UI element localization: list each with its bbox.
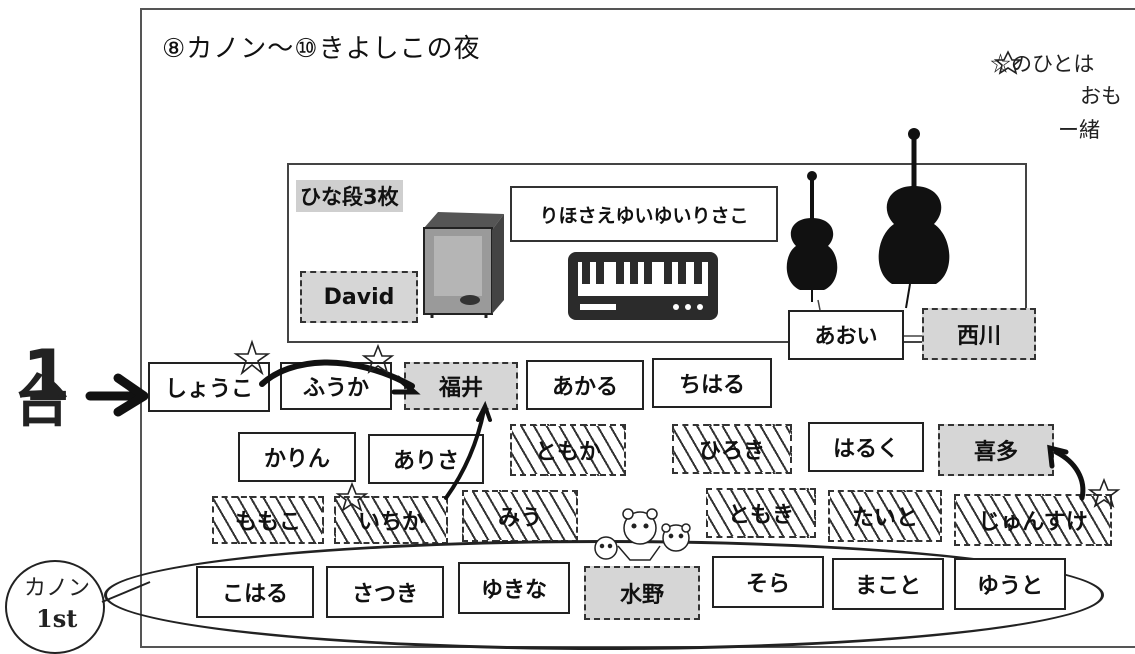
member-box: ともき <box>706 488 816 538</box>
member-box: ももこ <box>212 496 324 544</box>
member-box: しょうこ <box>148 362 270 412</box>
canon-note-circle <box>5 560 105 654</box>
member-box: そら <box>712 556 824 608</box>
member-box: 福井 <box>404 362 518 410</box>
member-box: ゆうと <box>954 558 1066 610</box>
member-box: かりん <box>238 432 356 482</box>
riser-number: 1 <box>22 335 71 417</box>
member-box: たいと <box>828 490 942 542</box>
nishikawa-box: 西川 <box>922 308 1036 360</box>
member-box: こはる <box>196 566 314 618</box>
canon-note-line2: 1st <box>36 604 78 633</box>
member-box: みう <box>462 490 578 542</box>
member-box: あかる <box>526 360 644 410</box>
canon-note-line1: カノン <box>24 576 91 601</box>
riser-char: 台 <box>14 370 70 435</box>
page-title: ⑧カノン〜⑩きよしこの夜 <box>162 34 481 64</box>
member-box: 喜多 <box>938 424 1054 476</box>
member-box: ひろき <box>672 424 792 474</box>
member-box: さつき <box>326 566 444 618</box>
member-box: じゅんすけ <box>954 494 1112 546</box>
member-box: ともか <box>510 424 626 476</box>
note-star-line2: おも <box>1080 84 1122 108</box>
member-box: まこと <box>832 558 944 610</box>
member-box: ちはる <box>652 358 772 408</box>
member-box: ゆきな <box>458 562 570 614</box>
note-star-line1: ☆のひとは <box>990 52 1095 76</box>
riser-label: ひな段3枚 <box>296 180 403 212</box>
ensemble-box: りほさえゆいゆいりさこ <box>510 186 778 242</box>
arrow-icon <box>85 373 149 417</box>
david-box: David <box>300 271 418 323</box>
member-box: いちか <box>334 496 448 544</box>
member-box: ありさ <box>368 434 484 484</box>
member-box: はるく <box>808 422 924 472</box>
aoi-box: あおい <box>788 310 904 360</box>
note-star-line3: ー緒 <box>1058 118 1100 142</box>
member-box: 水野 <box>584 566 700 620</box>
member-box: ふうか <box>280 362 392 410</box>
